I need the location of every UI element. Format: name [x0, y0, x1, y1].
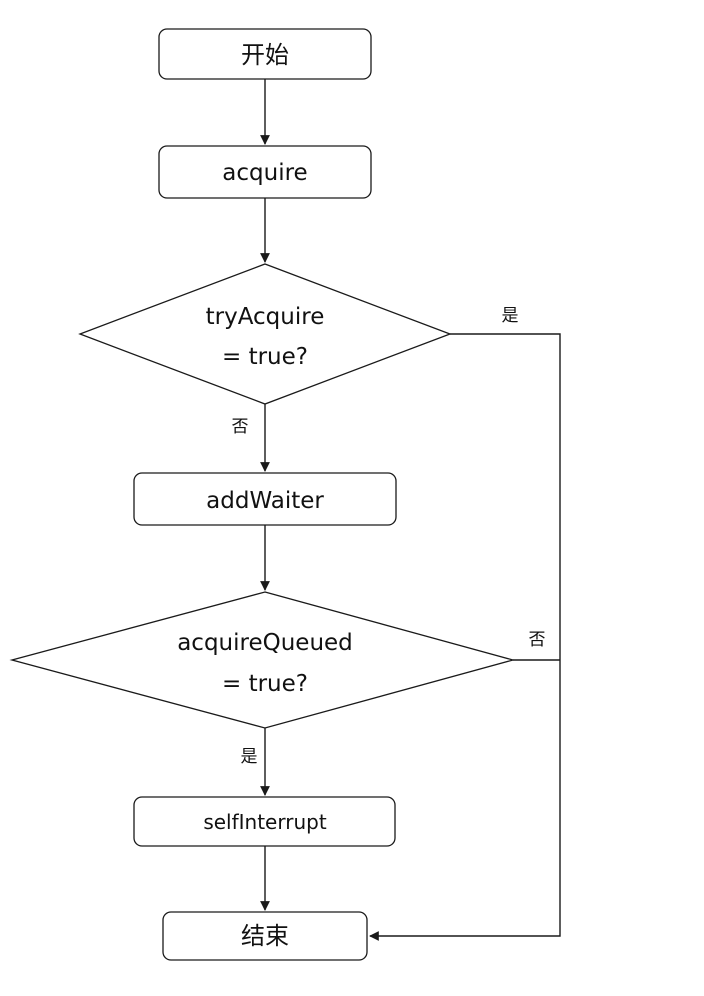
acquire-queued-decision: acquireQueued = true? — [9, 591, 516, 729]
try-acquire-yes-label: 是 — [502, 306, 519, 326]
acquire-queued-line1: acquireQueued — [177, 630, 353, 656]
acquire-queued-line2: = true? — [222, 671, 308, 697]
end-label: 结束 — [241, 922, 289, 950]
add-waiter-label: addWaiter — [206, 488, 324, 514]
edge-tryacquire-yes-end — [369, 333, 561, 941]
acquire-queued-no-label: 否 — [529, 630, 546, 650]
add-waiter-node: addWaiter — [133, 472, 397, 526]
try-acquire-no-label: 否 — [232, 417, 249, 437]
try-acquire-line2: = true? — [222, 344, 308, 370]
start-label: 开始 — [241, 41, 289, 69]
start-node: 开始 — [158, 28, 372, 80]
acquire-label: acquire — [222, 160, 307, 186]
self-interrupt-node: selfInterrupt — [133, 796, 396, 847]
try-acquire-line1: tryAcquire — [206, 304, 325, 330]
self-interrupt-label: selfInterrupt — [203, 810, 327, 834]
try-acquire-decision: tryAcquire = true? — [78, 263, 452, 405]
acquire-node: acquire — [158, 145, 372, 199]
end-node: 结束 — [162, 911, 368, 961]
acquire-queued-yes-label: 是 — [241, 747, 258, 767]
